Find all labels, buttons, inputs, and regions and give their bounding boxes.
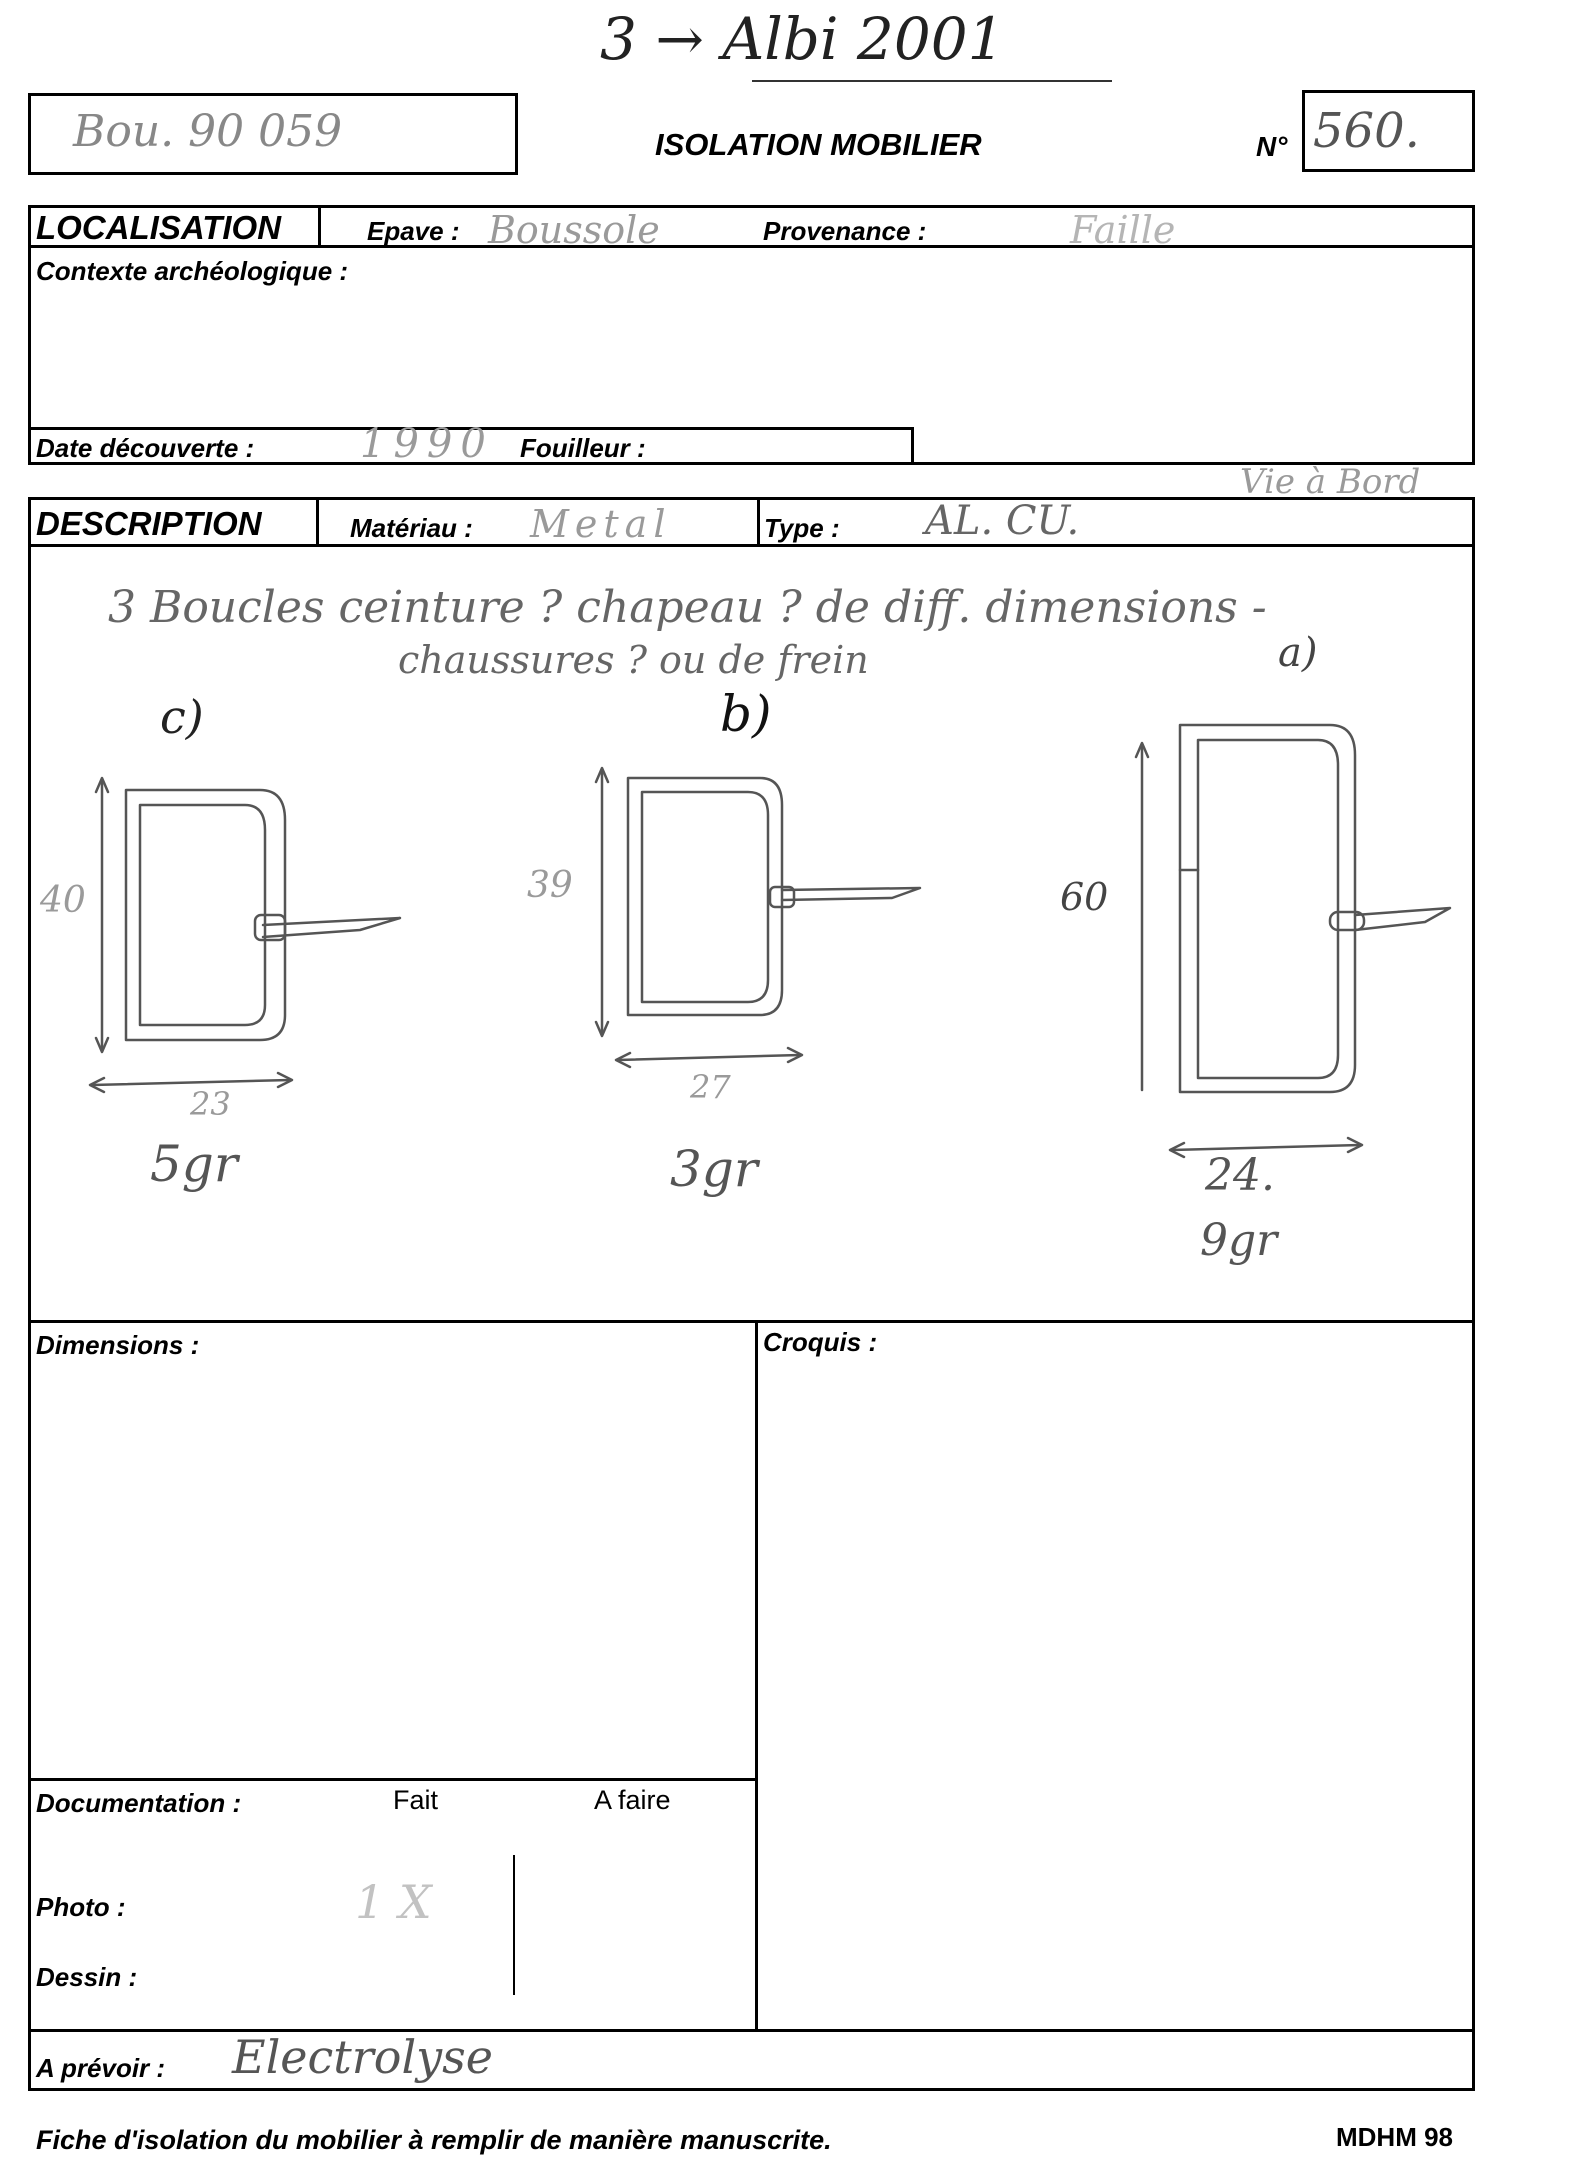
buckle-b-weight: 3gr [670,1140,758,1198]
dessin-label: Dessin : [36,1962,138,1992]
description-header-rule [28,544,1475,547]
documentation-column-divider [513,1855,515,1995]
photo-label: Photo : [36,1892,126,1922]
buckle-a-drawing [1134,723,1452,1159]
date-decouverte-label: Date découverte : [36,433,255,463]
number-value: 560. [1313,103,1420,159]
reference-box: Bou. 90 059 [28,93,518,175]
dimensions-croquis-divider [755,1320,758,2032]
description-text-line2: chaussures ? ou de frein [398,638,869,682]
contexte-label: Contexte archéologique : [36,256,349,286]
epave-label: Epave : [367,216,460,246]
footer-note: Fiche d'isolation du mobilier à remplir … [36,2125,832,2155]
buckle-sketches [88,723,1452,1159]
epave-value: Boussole [488,208,660,252]
buckle-b-width: 27 [690,1068,731,1106]
top-note-underline [752,80,1112,82]
fouilleur-label: Fouilleur : [520,433,646,463]
documentation-top-rule [28,1778,757,1781]
buckle-b-tag: b) [720,685,772,743]
number-label: N° [1256,131,1288,162]
buckle-b-drawing [594,766,922,1069]
description-text-line1: 3 Boucles ceinture ? chapeau ? de diff. … [108,582,1267,633]
buckle-c-tag: c) [160,690,204,744]
description-section-title: DESCRIPTION [36,505,262,542]
localisation-section-divider [318,205,321,247]
date-decouverte-value: 1990 [360,421,494,467]
description-section-divider [316,497,319,545]
lower-frame [28,1320,1475,2032]
buckle-c-drawing [88,776,402,1094]
margin-note: Vie à Bord [1240,462,1421,502]
buckle-c-width: 23 [190,1085,231,1123]
buckle-c-weight: 5gr [150,1135,238,1193]
prevoir-label: A prévoir : [36,2053,166,2083]
top-handwritten-note: 3 → Albi 2001 [600,5,1005,73]
materiau-value: Metal [530,502,672,546]
buckle-a-height: 60 [1060,875,1109,919]
prevoir-frame [28,2029,1475,2091]
buckle-a-width: 24. [1205,1150,1275,1201]
buckle-c-height: 40 [40,880,86,921]
reference-value: Bou. 90 059 [73,106,343,157]
materiau-type-divider [757,497,760,545]
date-row-frame [28,427,914,465]
dimensions-label: Dimensions : [36,1330,200,1360]
buckle-a-weight: 9gr [1200,1215,1278,1266]
number-box: 560. [1302,90,1475,172]
form-title: ISOLATION MOBILIER [655,127,982,162]
photo-value: 1 X [355,1875,432,1929]
documentation-fait-header: Fait [393,1785,439,1815]
footer-code: MDHM 98 [1336,2122,1454,2152]
provenance-value: Faille [1070,208,1176,252]
buckle-a-tag: a) [1278,630,1318,676]
type-label: Type : [764,513,840,543]
documentation-a-faire-header: A faire [594,1785,671,1815]
materiau-label: Matériau : [350,513,473,543]
documentation-label: Documentation : [36,1788,242,1818]
croquis-label: Croquis : [763,1327,878,1357]
localisation-header-rule [28,245,1475,248]
prevoir-value: Electrolyse [232,2030,493,2084]
buckle-b-height: 39 [527,865,573,906]
provenance-label: Provenance : [763,216,927,246]
localisation-section-title: LOCALISATION [36,209,282,246]
type-value: AL. CU. [925,498,1080,544]
